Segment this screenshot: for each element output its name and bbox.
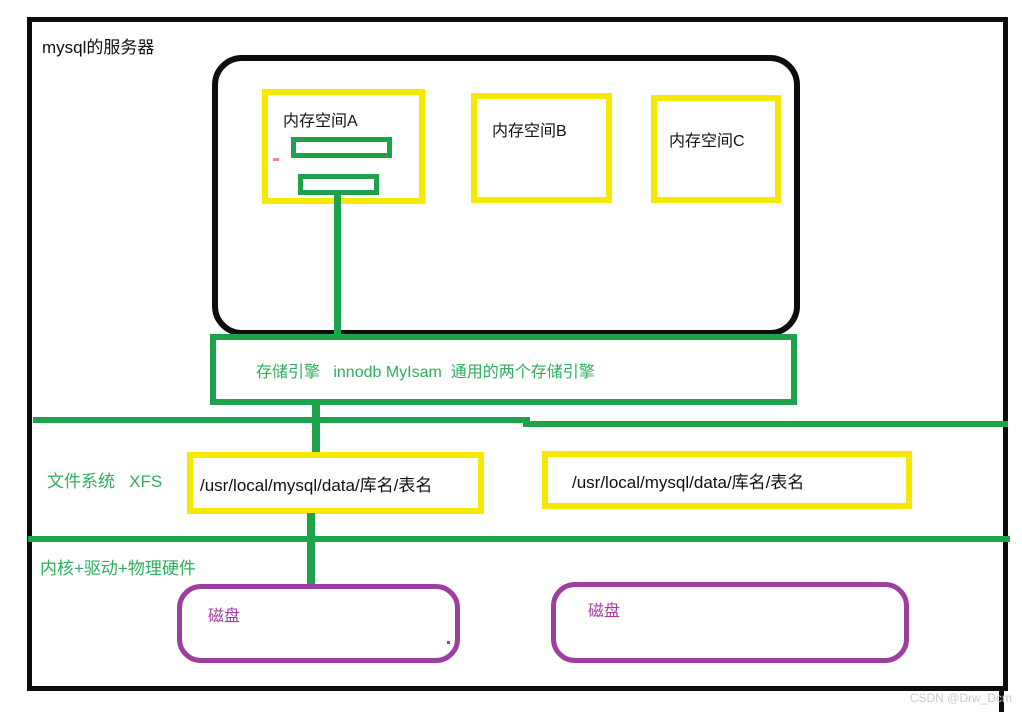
filesystem-label: 文件系统 XFS [47, 472, 163, 491]
outer-frame [27, 17, 1008, 691]
diagram-title: mysql的服务器 [42, 38, 155, 57]
memory-space-c-label: 内存空间C [669, 133, 745, 150]
disk-box-2 [551, 582, 909, 663]
memory-to-storage-connector-line [334, 193, 341, 338]
purple-stray-dot [447, 641, 450, 644]
layer-divider-line-1-right [523, 421, 1008, 427]
outer-frame-overshoot-stroke [999, 689, 1004, 712]
data-path-text-2: /usr/local/mysql/data/库名/表名 [572, 472, 805, 492]
storage-engine-label: 存储引擎 innodb MyIsam 通用的两个存储引擎 [256, 363, 595, 381]
memory-space-c-box [651, 95, 781, 203]
layer-divider-line-2 [28, 536, 1010, 542]
storage-engine-box: 存储引擎 innodb MyIsam 通用的两个存储引擎 [210, 334, 797, 405]
memory-space-b-box [471, 93, 612, 203]
disk-1-label: 磁盘 [208, 608, 241, 625]
filesystem-to-disk-connector-line [307, 513, 315, 586]
disk-box-1 [177, 584, 460, 663]
data-path-box-1: /usr/local/mysql/data/库名/表名 [187, 452, 484, 514]
server-memory-region [212, 55, 800, 336]
memory-buffer-bar-1 [291, 137, 392, 158]
disk-2-label: 磁盘 [588, 603, 621, 620]
memory-space-a-label: 内存空间A [283, 113, 358, 130]
pink-stray-mark [273, 158, 279, 161]
memory-space-b-label: 内存空间B [492, 123, 567, 140]
data-path-box-2: /usr/local/mysql/data/库名/表名 [542, 451, 912, 509]
data-path-text-1: /usr/local/mysql/data/库名/表名 [200, 475, 433, 495]
watermark-text: CSDN @Drw_Dcm [909, 691, 1012, 705]
kernel-hardware-label: 内核+驱动+物理硬件 [40, 559, 196, 578]
memory-buffer-bar-2 [298, 174, 379, 195]
layer-divider-line-1-left [33, 417, 530, 423]
storage-to-filesystem-connector-line [312, 404, 320, 454]
